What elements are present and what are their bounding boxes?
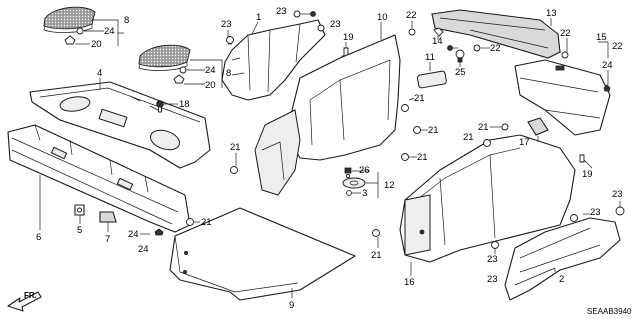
clip-21-lining-c: [401, 153, 409, 161]
callout-23-b: 23: [276, 6, 287, 17]
trim-clip-22-b: [473, 44, 481, 52]
grille-clip-lower: [173, 66, 187, 84]
cargo-hook-26: [344, 167, 352, 179]
callout-22-b: 22: [490, 43, 501, 54]
callout-21-lining-a: 21: [414, 93, 425, 104]
right-trunk-lining: [399, 134, 576, 263]
callout-18: 18: [179, 99, 190, 110]
frame-bracket-5: [74, 204, 85, 216]
rear-tray-panel: [29, 81, 211, 169]
left-side-trim: [221, 19, 326, 101]
callout-9: 9: [289, 300, 294, 311]
clip-23-a: [226, 36, 234, 45]
trim-clip-22-d: [561, 51, 569, 59]
diagram-code: SEAAB3940: [587, 307, 632, 316]
rear-side-trim-15: [514, 59, 611, 136]
lining-clip-21-lower: [372, 229, 380, 237]
callout-21-lining-c: 21: [417, 152, 428, 163]
callout-2: 2: [559, 274, 564, 285]
clip-21-mid: [501, 123, 509, 131]
cargo-hook-screw-3: [346, 190, 352, 196]
front-direction-arrow: [7, 291, 42, 312]
cargo-hook-base-12: [342, 177, 366, 189]
callout-23-a: 23: [221, 19, 232, 30]
callout-21-lining-b: 21: [428, 125, 439, 136]
trim-clip-22-c: [447, 45, 453, 51]
clip-23-b: [293, 10, 301, 18]
callout-8-lower: 8: [226, 68, 231, 79]
callout-17: 17: [519, 137, 530, 148]
callout-24-lower: 24: [205, 65, 216, 76]
callout-8-upper: 8: [124, 15, 129, 26]
callout-21-right: 21: [463, 132, 474, 143]
callout-21-frame: 21: [201, 217, 212, 228]
callout-13: 13: [546, 8, 557, 19]
clip-21-lining-a: [401, 104, 409, 112]
callout-15: 15: [596, 32, 607, 43]
clip-21-bottom-left: [230, 166, 238, 174]
callout-23-f: 23: [487, 254, 498, 265]
callout-19-left: 19: [343, 32, 354, 43]
callout-23-g: 23: [487, 274, 498, 285]
clip-23-lower-b: [570, 214, 578, 222]
callout-4: 4: [97, 68, 102, 79]
callout-24-right: 24: [602, 60, 613, 71]
callout-7: 7: [105, 234, 110, 245]
callout-24-extra: 24: [138, 244, 149, 255]
cover-17: [527, 117, 549, 136]
frame-clip-24: [154, 228, 164, 236]
callout-10: 10: [377, 12, 388, 23]
callout-20-upper: 20: [91, 39, 102, 50]
front-direction-label: FR.: [24, 291, 37, 300]
trim-clip-25: [455, 49, 465, 63]
trunk-lamp: [416, 70, 447, 89]
speaker-grille-lower: [138, 44, 191, 71]
callout-11: 11: [425, 52, 435, 63]
clip-23-lower-c: [615, 206, 625, 216]
callout-14: 14: [432, 36, 443, 47]
trunk-lining-center: [254, 34, 401, 196]
callout-16: 16: [404, 277, 415, 288]
callout-12: 12: [384, 180, 395, 191]
clip-23-c: [317, 24, 325, 32]
callout-21-left: 21: [230, 142, 241, 153]
clip-23-lower-a: [491, 241, 499, 249]
trunk-trim-upper-13: [431, 9, 561, 59]
callout-23-e: 23: [612, 189, 623, 200]
callout-25: 25: [455, 67, 466, 78]
callout-19-right: 19: [582, 169, 593, 180]
callout-3: 3: [362, 188, 367, 199]
frame-clip-21: [186, 218, 194, 226]
callout-6: 6: [36, 232, 41, 243]
callout-1: 1: [256, 12, 261, 23]
lower-side-trim-2: [504, 217, 621, 301]
callout-22-d: 22: [612, 41, 623, 52]
tray-fastener-18: [156, 100, 164, 113]
trim-clip-22-a: [408, 28, 416, 36]
rear-tray-frame: [7, 124, 191, 233]
trim-clip-14: [433, 27, 444, 37]
callout-24-frame: 24: [128, 229, 139, 240]
callout-21-lower: 21: [371, 250, 382, 261]
clip-21-mid-b: [483, 139, 491, 147]
clip-19-right: [579, 154, 585, 163]
trunk-floor-mat: [169, 207, 356, 301]
callout-23-c: 23: [330, 19, 341, 30]
speaker-grille-upper: [43, 6, 96, 33]
callout-22-a: 22: [406, 10, 417, 21]
callout-23-d: 23: [590, 207, 601, 218]
callout-21-mid: 21: [478, 122, 489, 133]
clip-21-lining-b: [413, 126, 421, 134]
grille-clip-upper: [64, 27, 84, 45]
clip-23-d: [310, 11, 316, 17]
side-clip-24: [603, 84, 611, 92]
callout-26: 26: [359, 165, 370, 176]
callout-20-lower: 20: [205, 80, 216, 91]
callout-5: 5: [77, 225, 82, 236]
frame-bracket-7: [99, 211, 117, 223]
callout-24-upper: 24: [104, 26, 115, 37]
callout-22-c: 22: [560, 28, 571, 39]
